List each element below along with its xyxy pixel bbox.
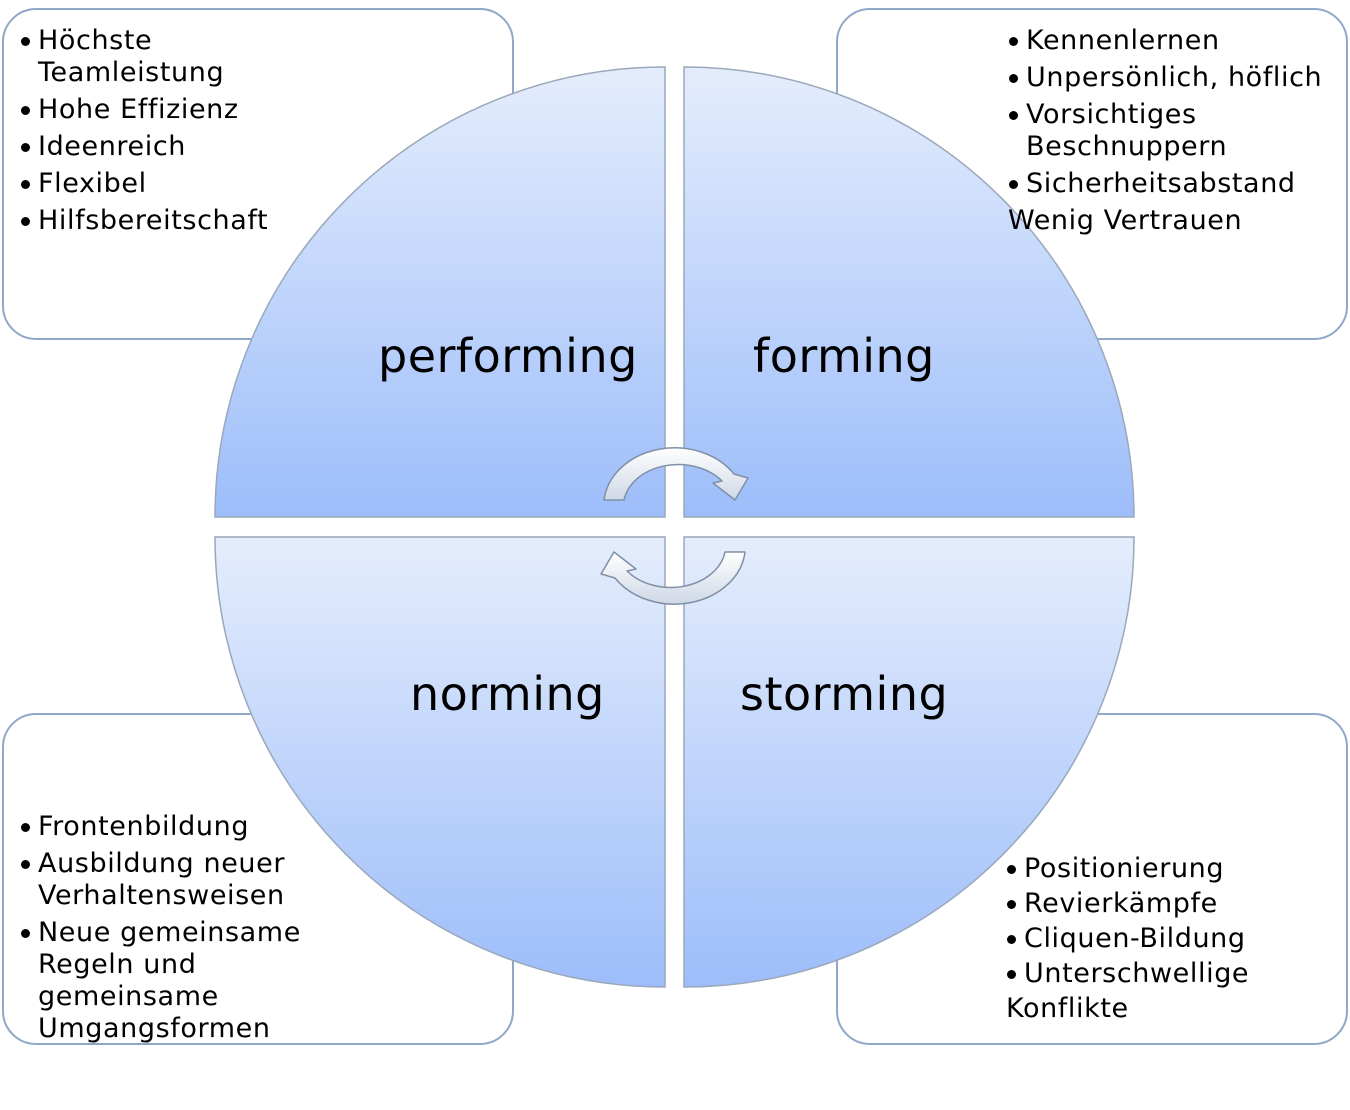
performing-list: Höchste Teamleistung Hohe Effizienz Idee… [20,25,340,242]
list-item: Wenig Vertrauen [1008,205,1243,236]
storming-list: Positionierung Revierkämpfe Cliquen-Bild… [1006,853,1326,1028]
list-item: Kennenlernen [1008,25,1343,57]
list-item: Flexibel [20,168,340,200]
phase-label-norming: norming [410,667,605,721]
list-item: Hilfsbereitschaft [20,205,340,237]
list-item: Frontenbildung [20,811,330,843]
list-item: Ideenreich [20,131,340,163]
phase-label-storming: storming [740,667,949,721]
phase-label-performing: performing [378,329,638,383]
list-item: Sicherheitsabstand [1008,168,1343,200]
list-item: Vorsichtiges Beschnuppern [1008,99,1343,163]
phase-label-forming: forming [753,329,935,383]
list-item: Konflikte [1006,993,1129,1024]
list-item: Hohe Effizienz [20,94,340,126]
list-item: Revierkämpfe [1006,888,1326,920]
quadrant-norming [214,536,666,988]
quadrant-forming [683,66,1135,518]
norming-list: Frontenbildung Ausbildung neuer Verhalte… [20,811,330,1050]
list-item: Neue gemeinsame Regeln und gemeinsame Um… [20,917,330,1045]
list-item: Cliquen-Bildung [1006,923,1326,955]
list-item: Höchste Teamleistung [20,25,340,89]
list-item: Ausbildung neuer Verhaltensweisen [20,848,330,912]
cycle-arrow-top-icon [603,447,749,501]
quadrant-performing [214,66,666,518]
list-item: Positionierung [1006,853,1326,885]
cycle-arrow-bottom-icon [600,551,746,605]
list-item: Unterschwellige [1006,958,1326,990]
forming-list: Kennenlernen Unpersönlich, höflich Vorsi… [1008,25,1343,242]
quadrant-storming [683,536,1135,988]
list-item: Unpersönlich, höflich [1008,62,1343,94]
